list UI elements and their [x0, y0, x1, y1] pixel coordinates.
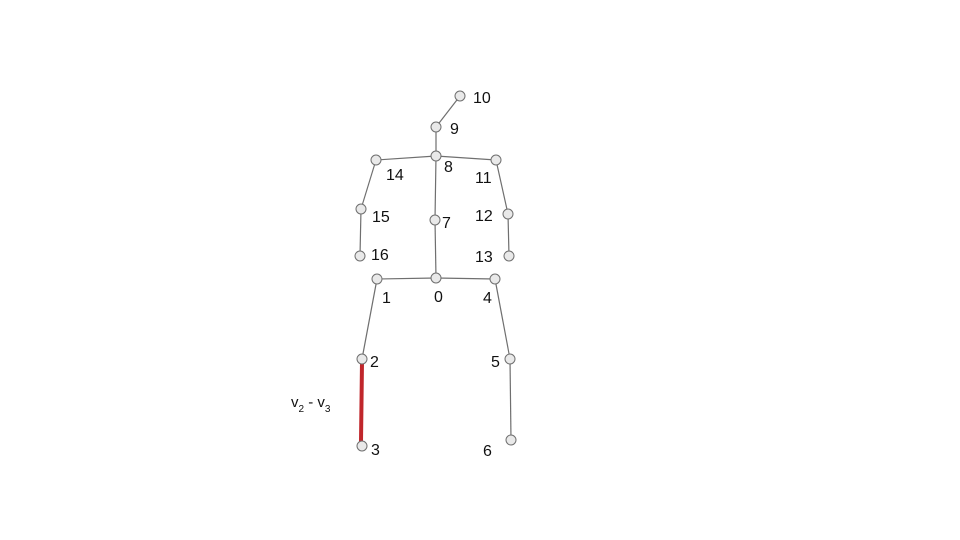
joint-label-7: 7 — [442, 215, 451, 232]
annotation-v-b: v — [317, 394, 325, 411]
joint-label-15: 15 — [372, 209, 390, 226]
joint-2 — [356, 353, 368, 365]
joint-label-16: 16 — [371, 247, 389, 264]
bone-0-1 — [376, 277, 437, 280]
highlighted-bone-annotation: v2 - v3 — [291, 394, 331, 415]
annotation-sub-b: 3 — [325, 404, 331, 415]
joint-5 — [504, 353, 516, 365]
joint-16 — [354, 250, 366, 262]
bone-8-14 — [375, 155, 437, 161]
highlighted-bone-2-3 — [359, 360, 364, 444]
bone-4-5 — [494, 278, 511, 360]
joint-label-9: 9 — [450, 121, 459, 138]
joint-label-1: 1 — [382, 290, 391, 307]
joint-4 — [489, 273, 501, 285]
joint-label-14: 14 — [386, 167, 404, 184]
bone-0-7 — [434, 219, 437, 279]
joint-label-11: 11 — [475, 170, 492, 187]
joint-6 — [505, 434, 517, 446]
annotation-sub-a: 2 — [299, 404, 305, 415]
joint-1 — [371, 273, 383, 285]
bone-0-4 — [435, 277, 496, 280]
bone-5-6 — [509, 358, 512, 441]
joint-label-10: 10 — [473, 90, 491, 107]
joint-label-8: 8 — [444, 159, 453, 176]
joint-label-12: 12 — [475, 208, 493, 225]
joints-layer — [354, 90, 517, 452]
joint-9 — [430, 121, 442, 133]
joint-label-2: 2 — [370, 354, 379, 371]
joint-15 — [355, 203, 367, 215]
joint-label-3: 3 — [371, 442, 380, 459]
joint-label-4: 4 — [483, 290, 492, 307]
joint-12 — [502, 208, 514, 220]
bone-15-16 — [359, 208, 362, 257]
bone-1-2 — [361, 278, 378, 360]
joint-label-6: 6 — [483, 443, 492, 460]
joint-8 — [430, 150, 442, 162]
bone-14-15 — [360, 159, 377, 210]
annotation-separator: - — [304, 394, 317, 411]
joint-10 — [454, 90, 466, 102]
joint-label-13: 13 — [475, 249, 493, 266]
joint-14 — [370, 154, 382, 166]
joint-0 — [430, 272, 442, 284]
annotation-v-a: v — [291, 394, 299, 411]
joint-11 — [490, 154, 502, 166]
highlight-layer — [359, 360, 364, 444]
joint-label-5: 5 — [491, 354, 500, 371]
bones-layer — [359, 95, 512, 446]
bone-12-13 — [507, 213, 510, 257]
joint-7 — [429, 214, 441, 226]
joint-13 — [503, 250, 515, 262]
bone-9-10 — [435, 95, 461, 128]
bone-7-8 — [434, 155, 437, 221]
bone-8-11 — [435, 155, 497, 161]
joint-label-0: 0 — [434, 289, 443, 306]
bone-11-12 — [495, 159, 509, 215]
joint-3 — [356, 440, 368, 452]
